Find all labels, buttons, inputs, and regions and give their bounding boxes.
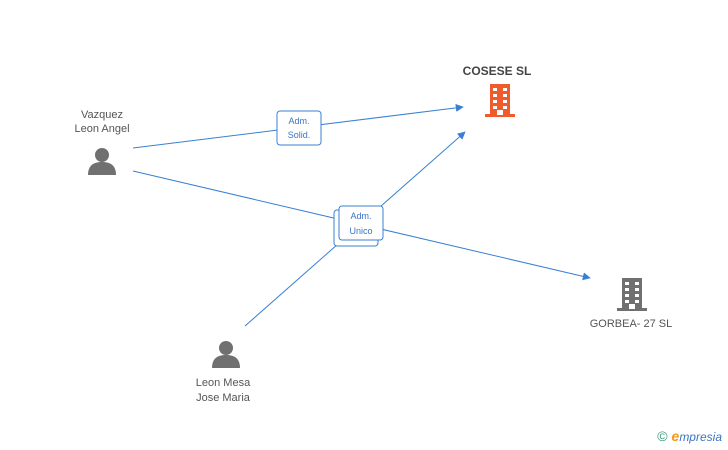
person-icon <box>212 341 240 368</box>
node-cosese-label: COSESE SL <box>463 64 532 78</box>
person-icon <box>88 148 116 175</box>
node-vazquez-name-line2: Leon Angel <box>74 123 129 135</box>
node-vazquez-leon-angel[interactable]: Vazquez Leon Angel <box>74 109 130 175</box>
node-leon-name-line2: Jose Maria <box>196 392 251 404</box>
edge-label-adm-solid: Adm. Solid. <box>276 110 322 146</box>
edge-label-adm-unico-line1: Adm. <box>350 211 371 221</box>
node-gorbea-27-sl[interactable]: GORBEA- 27 SL <box>590 278 673 330</box>
edge-label-adm-solid-line1: Adm. <box>288 116 309 126</box>
edge-label-adm-unico-line2: Unico <box>349 226 372 236</box>
building-icon <box>617 278 647 311</box>
brand-rest: mpresia <box>679 430 722 444</box>
copyright-symbol: © <box>657 428 668 444</box>
node-leon-name-line1: Leon Mesa <box>196 377 251 389</box>
brand-initial: e <box>671 428 680 444</box>
edge-label-adm-solid-line2: Solid. <box>288 130 311 140</box>
node-cosese-sl[interactable]: COSESE SL <box>463 64 532 117</box>
empresia-watermark: © empresia <box>657 428 722 444</box>
node-gorbea-label: GORBEA- 27 SL <box>590 318 673 330</box>
building-icon <box>485 84 515 117</box>
node-leon-mesa-jose-maria[interactable]: Leon Mesa Jose Maria <box>196 341 251 404</box>
empresia-logo: empresia <box>672 428 722 444</box>
edge-label-adm-unico: Adm. Unico <box>333 205 384 247</box>
node-vazquez-name-line1: Vazquez <box>81 109 123 121</box>
